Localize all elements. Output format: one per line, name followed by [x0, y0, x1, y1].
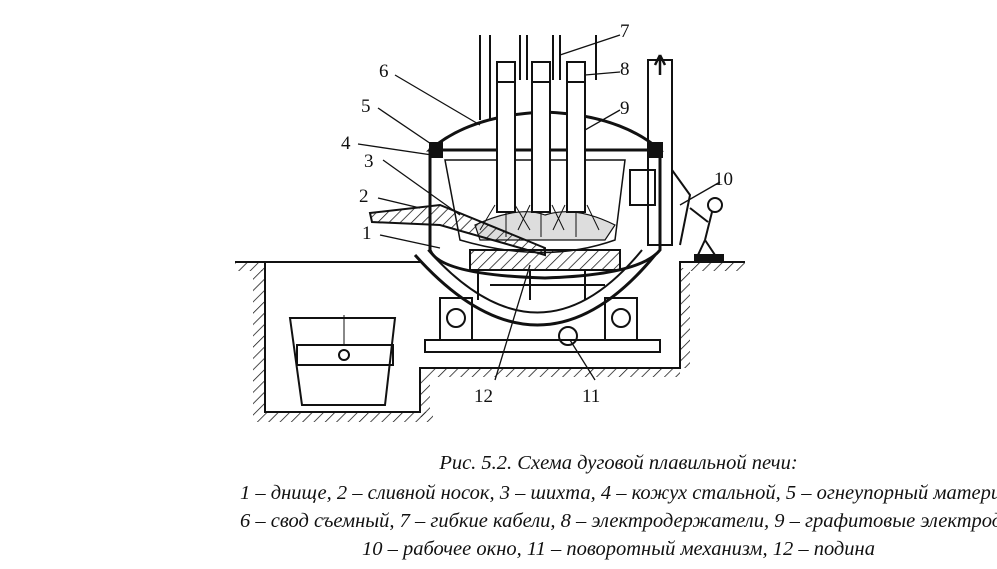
furnace-vessel [368, 148, 662, 280]
part-labels: 1 2 3 4 5 6 7 8 9 10 11 12 [341, 21, 733, 407]
ground [235, 261, 745, 422]
electrode-column [629, 54, 692, 246]
label-9: 9 [620, 98, 630, 119]
label-4: 4 [341, 133, 351, 154]
arc-furnace-diagram: 1 2 3 4 5 6 7 8 9 10 11 12 [235, 21, 745, 422]
label-8: 8 [620, 59, 630, 80]
label-7: 7 [620, 21, 630, 42]
label-1: 1 [362, 223, 372, 244]
caption-line: 10 – рабочее окно, 11 – поворотный механ… [362, 538, 875, 560]
label-12: 12 [474, 386, 493, 407]
leader-lines [357, 34, 721, 381]
label-10: 10 [714, 169, 733, 190]
electrodes [479, 35, 600, 237]
caption-title: Рис. 5.2. Схема дуговой плавильной печи: [439, 452, 798, 474]
label-5: 5 [361, 96, 371, 117]
tilting-mechanism [413, 249, 661, 353]
caption-line: 1 – днище, 2 – сливной носок, 3 – шихта,… [240, 482, 997, 504]
ladle [288, 315, 397, 406]
label-6: 6 [379, 61, 389, 82]
label-2: 2 [359, 186, 369, 207]
label-3: 3 [364, 151, 374, 172]
operator-figure [689, 197, 724, 261]
label-11: 11 [582, 386, 600, 407]
caption-line: 6 – свод съемный, 7 – гибкие кабели, 8 –… [240, 510, 997, 532]
